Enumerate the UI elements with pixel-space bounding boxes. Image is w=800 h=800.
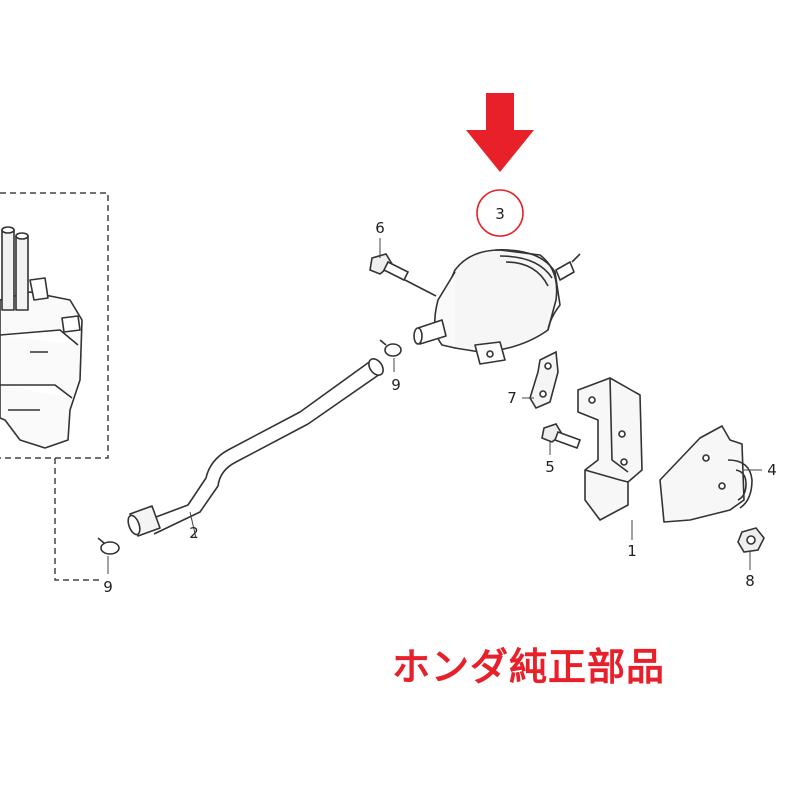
callout-part-6: 6 <box>375 219 385 237</box>
leader-lines <box>107 238 762 574</box>
highlight-circle <box>476 189 524 237</box>
nut-part-8 <box>737 527 765 553</box>
bolt-part-5 <box>541 423 582 450</box>
callout-part-4: 4 <box>767 461 777 479</box>
down-arrow-icon <box>466 93 534 172</box>
callout-part-3: 3 <box>495 205 505 223</box>
bolt-part-6 <box>369 253 410 282</box>
hose-clip-lower <box>97 537 120 555</box>
lever-part-4 <box>659 425 753 523</box>
hose-clip-upper <box>379 339 402 357</box>
hose-part-2 <box>127 358 384 537</box>
callout-part-2: 2 <box>189 524 199 542</box>
reference-box <box>0 192 109 581</box>
engine-assembly <box>0 226 83 449</box>
callout-part-5: 5 <box>545 458 555 476</box>
bracket-part-1 <box>577 377 643 521</box>
canister-part-3 <box>404 249 581 365</box>
callout-part-9-upper: 9 <box>391 376 401 394</box>
callout-part-1: 1 <box>627 542 637 560</box>
bracket-part-7 <box>529 350 559 410</box>
callout-part-8: 8 <box>745 572 755 590</box>
callout-part-7: 7 <box>507 389 517 407</box>
genuine-parts-caption: ホンダ純正部品 <box>392 645 666 689</box>
callout-part-9-lower: 9 <box>103 578 113 596</box>
